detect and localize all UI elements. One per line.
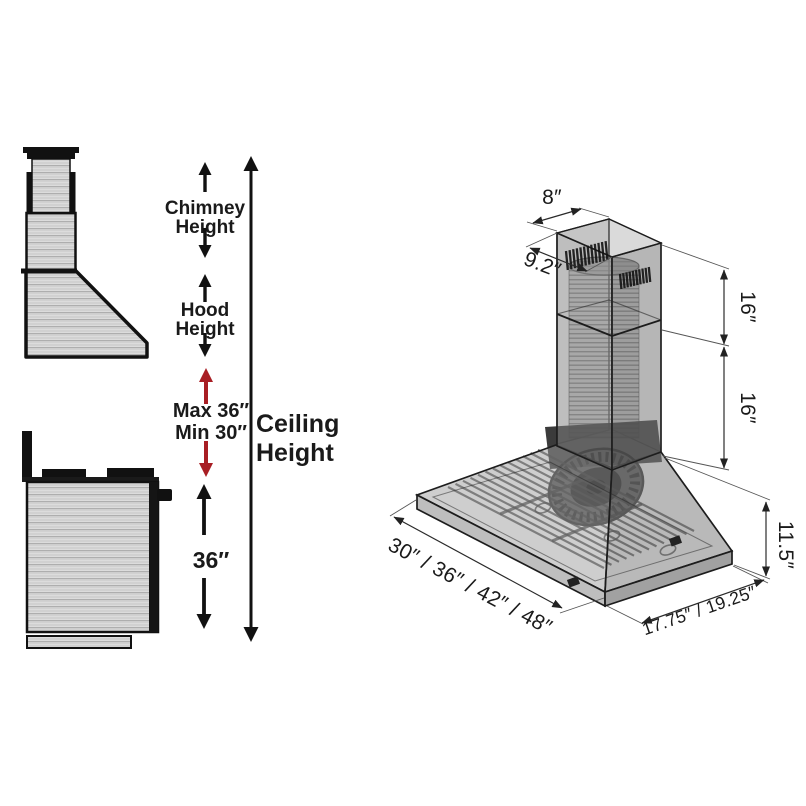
chimney-cap — [23, 147, 79, 153]
range-handle — [157, 489, 172, 501]
lower-chimney-section — [25, 211, 77, 273]
hood-body — [24, 269, 149, 359]
cooktop-surface — [22, 477, 159, 482]
hood-height-down-arrow-icon — [198, 333, 212, 357]
chimney-telescope-joint-front — [556, 313, 662, 337]
range-body — [25, 480, 160, 634]
chimney-height-up-arrow-icon — [198, 162, 212, 192]
mount-min-label: Min 30″ — [175, 422, 247, 444]
chimney-top-width-label: 8″ — [542, 186, 562, 209]
outer-chimney-rim-right — [69, 172, 76, 214]
hood-height-label-line2: Height — [175, 319, 235, 340]
range-drawer — [26, 635, 132, 649]
outer-chimney-rim-left — [26, 172, 33, 214]
side-view-diagram: Chimney Height Hood Height Max 36″ Min 3… — [21, 147, 339, 649]
base-latch-front — [566, 576, 581, 588]
clearance-up-arrow-icon — [196, 484, 212, 535]
range-backsplash — [22, 431, 32, 478]
mount-range-down-arrow-icon — [199, 441, 213, 477]
chimney-front-left-face — [556, 231, 613, 472]
isometric-diagram: 8″ 9.2″ 16″ 16″ 11.5″ 30″ / 36″ / 42″ / … — [384, 186, 797, 639]
range-side-frame — [149, 482, 158, 632]
chimney-top-face — [554, 218, 664, 258]
burner-grate-right — [107, 468, 154, 477]
hood-base-band-right — [604, 549, 733, 608]
clearance-down-arrow-icon — [196, 578, 212, 629]
chimney-upper-section-label: 16″ — [736, 291, 759, 323]
vent-slots-right-icon — [618, 266, 652, 290]
ceiling-height-label-line2: Height — [256, 439, 334, 467]
chimney-height-label-line2: Height — [175, 217, 235, 238]
hood-body-height-label: 11.5″ — [774, 521, 797, 570]
chimney-height-down-arrow-icon — [198, 228, 212, 258]
dim-line-top-width — [532, 207, 582, 225]
extension-lines — [389, 207, 771, 625]
dim-line-widths — [393, 516, 563, 609]
chimney-telescope-joint-back — [556, 299, 662, 321]
chimney-height-label-line1: Chimney — [165, 198, 246, 219]
mount-range-up-arrow-icon — [199, 368, 213, 404]
chimney-cap-base — [27, 152, 75, 159]
dim-line-top-depth — [529, 247, 588, 272]
base-latch-right — [668, 535, 683, 547]
burner-grate-left — [42, 469, 86, 477]
hood-height-up-arrow-icon — [198, 274, 212, 302]
range-side-view — [22, 431, 172, 649]
dimension-lines — [393, 207, 771, 624]
hood-height-label-line1: Hood — [181, 300, 230, 321]
chimney-lower-section-label: 16″ — [736, 392, 759, 424]
range-clearance-label: 36″ — [193, 547, 230, 573]
mount-max-label: Max 36″ — [173, 400, 250, 422]
ceiling-height-label-line1: Ceiling — [256, 410, 339, 438]
dim-line-depths — [641, 579, 765, 624]
side-view-annotations: Chimney Height Hood Height Max 36″ Min 3… — [165, 156, 339, 642]
ceiling-line-bottom-arrow-icon — [243, 627, 259, 642]
hood-depths-label: 17.75″ / 19.25″ — [640, 581, 759, 639]
hood-side-view — [21, 147, 149, 359]
inner-chimney-section — [31, 158, 71, 214]
ceiling-line-top-arrow-icon — [243, 156, 259, 171]
